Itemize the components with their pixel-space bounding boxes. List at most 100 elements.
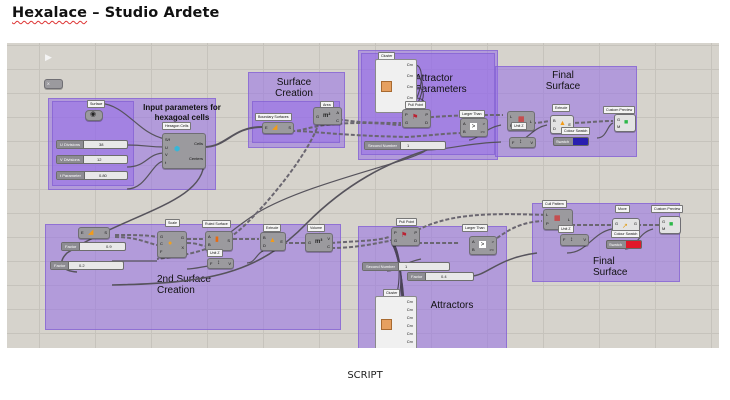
wire-dashed bbox=[114, 236, 158, 246]
larger-than-icon: > bbox=[470, 123, 477, 130]
group-title-attractor-parameters: Attractor Parameters bbox=[415, 73, 467, 95]
wire bbox=[126, 160, 166, 190]
mouse-cursor: ▶ bbox=[45, 52, 52, 62]
move-icon: ↗ bbox=[622, 223, 628, 230]
title-word: Hexalace bbox=[12, 5, 88, 21]
group-title-second-surface: 2nd Surface Creation bbox=[157, 274, 211, 296]
colour-swatch-bottom[interactable]: Swatch bbox=[606, 240, 642, 249]
wire-dashed bbox=[480, 220, 543, 247]
ruled-surface-icon: ▮ bbox=[215, 236, 219, 243]
wire bbox=[126, 152, 166, 168]
wire bbox=[126, 144, 166, 148]
wire-dashed bbox=[186, 242, 206, 247]
wire bbox=[246, 250, 264, 264]
cluster-icon bbox=[381, 81, 392, 92]
tag-unit-z-bottom: Unit Z bbox=[558, 225, 574, 233]
swatch-color-bottom bbox=[625, 241, 641, 248]
wire-dashed bbox=[290, 121, 402, 132]
group-title-surface-creation: Surface Creation bbox=[275, 77, 313, 99]
tag-extrude-2nd: Extrude bbox=[263, 224, 282, 232]
wire-dashed bbox=[290, 130, 466, 139]
tag-boundary-surfaces: Boundary Surfaces bbox=[255, 113, 292, 121]
tag-larger-than-top: Larger Than bbox=[459, 110, 485, 118]
wire-dashed bbox=[114, 234, 158, 238]
surface-icon: ◉ bbox=[90, 111, 97, 118]
group-title-attractors: Attractors bbox=[430, 300, 474, 311]
tag-cull-pattern-bottom: Cull Pattern bbox=[542, 200, 567, 208]
tag-ruled-surface: Ruled Surface bbox=[202, 220, 231, 228]
extrude-icon: ▲ bbox=[269, 237, 276, 244]
document-title: Hexalace – Studio Ardete bbox=[12, 5, 219, 21]
hexagon-icon: ⬢ bbox=[174, 146, 181, 153]
preview-icon: ■ bbox=[669, 221, 674, 228]
volume-icon: m³ bbox=[315, 239, 323, 245]
wires-layer bbox=[61, 64, 660, 344]
grasshopper-canvas[interactable]: Input parameters for hexagoal cells Surf… bbox=[7, 43, 719, 348]
tag-surface: Surface bbox=[87, 100, 106, 108]
area-icon: m² bbox=[323, 113, 331, 119]
larger-than-icon: > bbox=[479, 241, 486, 248]
unit-z-2d[interactable]: F↕V bbox=[207, 258, 234, 269]
tag-custom-preview-bottom: Custom Preview bbox=[651, 205, 684, 213]
wire-dashed bbox=[330, 240, 390, 249]
wire-dashed bbox=[568, 120, 614, 124]
colour-swatch-top[interactable]: Swatch bbox=[553, 137, 589, 146]
wire-dashed bbox=[330, 236, 390, 244]
cull-pattern-icon: ▦ bbox=[518, 116, 525, 123]
title-rest: – Studio Ardete bbox=[87, 5, 220, 21]
wire bbox=[111, 149, 428, 286]
wire bbox=[98, 102, 166, 140]
boundary-surfaces-component[interactable]: E◢S bbox=[262, 122, 294, 134]
wire-dashed bbox=[326, 116, 402, 124]
boundary-surface-icon: ◢ bbox=[88, 229, 94, 236]
group-second-surface[interactable] bbox=[45, 224, 341, 330]
hexagon-cells-component[interactable]: S/f U V t ⬢ Cells Centers bbox=[162, 133, 206, 169]
unit-z-bottom[interactable]: F↕V bbox=[560, 234, 589, 246]
unit-z-icon: ↕ bbox=[217, 260, 220, 266]
preview-icon: ■ bbox=[624, 119, 629, 126]
tag-pull-point-top: Pull Point bbox=[405, 101, 427, 109]
boundary-surfaces-2nd[interactable]: E◢S bbox=[78, 227, 110, 239]
tag-scale: Scale bbox=[165, 219, 180, 227]
tag-unit-z-2d: Unit Z bbox=[207, 249, 223, 257]
tag-volume: Volume bbox=[307, 224, 325, 232]
wire bbox=[470, 252, 538, 277]
tag-extrude-top: Extrude bbox=[552, 104, 571, 112]
tag-unit-z-top: Unit Z bbox=[511, 122, 527, 130]
cull-pattern-icon: ▦ bbox=[554, 215, 561, 222]
pull-point-icon: ⚑ bbox=[401, 232, 408, 239]
tag-custom-preview-top: Custom Preview bbox=[603, 106, 636, 114]
wire bbox=[596, 122, 614, 139]
boundary-surface-icon: ◢ bbox=[272, 124, 278, 131]
caption: SCRIPT bbox=[347, 370, 383, 381]
unit-z-icon: ↕ bbox=[570, 237, 573, 243]
scale-icon: ● bbox=[168, 240, 173, 247]
tag-move: Move bbox=[615, 205, 630, 213]
cluster-bottom[interactable]: Crv Crv Crv Crv Crv Crv bbox=[375, 296, 417, 348]
unit-z-top[interactable]: F↕V bbox=[509, 137, 536, 148]
top-left-param[interactable]: X bbox=[44, 79, 63, 89]
surface-param[interactable]: ◉ bbox=[85, 110, 103, 121]
tag-pull-point-bottom: Pull Point bbox=[396, 218, 418, 226]
tag-colour-swatch-top: Colour Swatch bbox=[561, 127, 591, 135]
